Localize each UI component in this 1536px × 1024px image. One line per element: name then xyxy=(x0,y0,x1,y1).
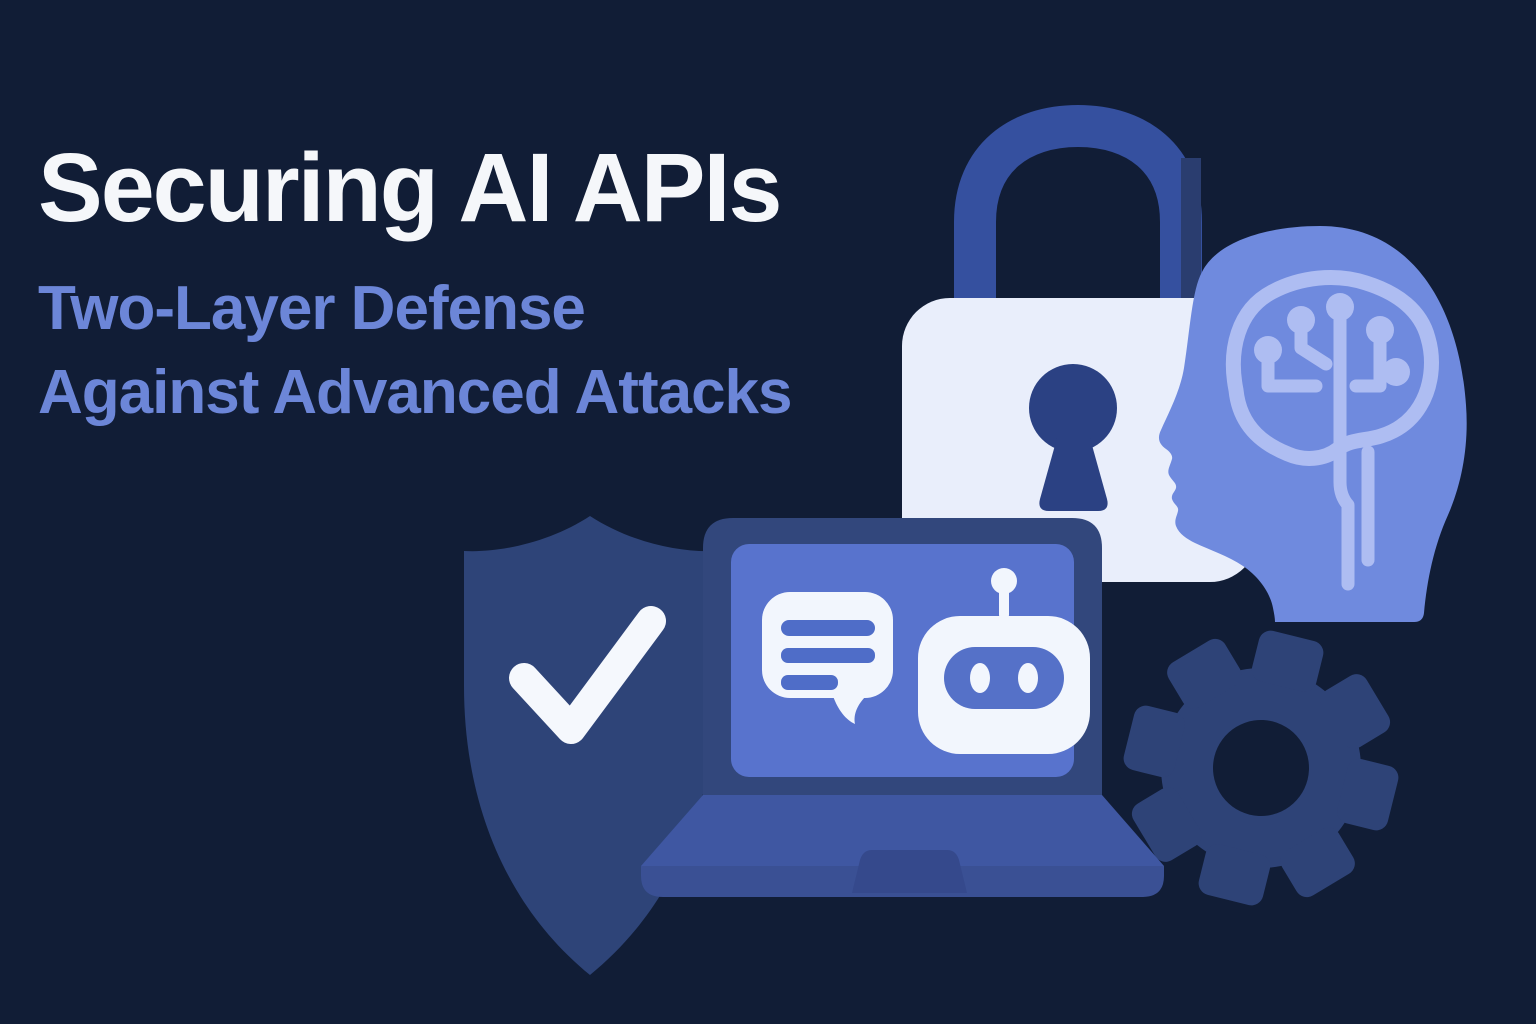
padlock-icon xyxy=(902,104,1258,582)
lock-shackle xyxy=(954,104,1202,302)
circuit-nodes xyxy=(1254,293,1410,386)
subtitle-line-2: Against Advanced Attacks xyxy=(38,357,793,427)
gear-hole xyxy=(1213,720,1309,816)
hero-text-block: Securing AI APIs Two-Layer Defense Again… xyxy=(38,133,793,435)
laptop-icon xyxy=(641,518,1164,897)
page-title: Securing AI APIs xyxy=(38,133,782,242)
chat-bubble-icon xyxy=(762,592,893,724)
keyhole-icon xyxy=(1029,364,1117,511)
laptop-notch xyxy=(852,850,967,893)
robot-visor xyxy=(944,647,1064,709)
lock-shackle-shadow xyxy=(1181,158,1201,300)
gear-icon xyxy=(1123,630,1399,906)
robot-antenna-ball xyxy=(991,568,1017,594)
laptop-deck xyxy=(641,795,1164,866)
page-subtitle: Two-Layer Defense Against Advanced Attac… xyxy=(38,267,793,435)
subtitle-line-1: Two-Layer Defense xyxy=(38,273,586,343)
circuit-brain-icon xyxy=(1225,270,1439,591)
chat-text-lines xyxy=(781,620,875,690)
ai-head-icon xyxy=(1158,226,1467,622)
robot-antenna xyxy=(999,586,1009,620)
robot-icon xyxy=(918,568,1090,754)
robot-eyes xyxy=(970,663,1038,693)
checkmark-icon xyxy=(509,606,666,744)
